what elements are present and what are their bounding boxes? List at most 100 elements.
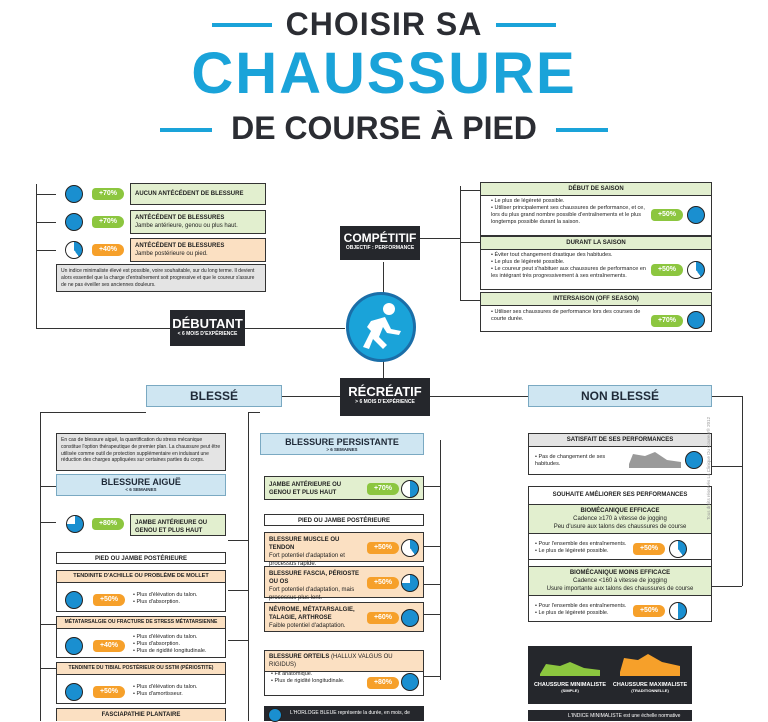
credit-text: Tous droits réservés La Clinique Du Cour…: [706, 416, 711, 520]
item-title: NÉVROME, MÉTATARSALGIE, TALAGIE, ARTHROS…: [269, 607, 355, 622]
item-detail: Fort potentiel d'adaptation, mais proces…: [269, 587, 355, 602]
row-detail: Jambe postérieure ou pied.: [135, 251, 208, 258]
item-detail: Faible potentiel d'adaptation.: [269, 623, 346, 630]
row-title: ANTÉCÉDENT DE BLESSURES: [135, 215, 225, 221]
title-rule: [556, 128, 608, 132]
title-line2: CHAUSSURE: [191, 41, 577, 106]
blesse-header: BLESSÉ: [146, 385, 282, 407]
item-bullet: Plus d'élévation du talon.: [133, 684, 223, 691]
saison-durant-card: DURANT LA SAISON Éviter tout changement …: [480, 236, 712, 290]
shoe-icon: [629, 452, 681, 468]
card-title: SATISFAIT DE SES PERFORMANCES: [529, 434, 711, 448]
legend-maxi-label: CHAUSSURE MAXIMALISTE: [612, 682, 688, 688]
blesse-intro: En cas de blessure aiguë, la quantificat…: [56, 433, 226, 471]
card-bullet: Pour l'ensemble des entraînements.: [535, 603, 631, 610]
persistante-item: NÉVROME, MÉTATARSALGIE, TALAGIE, ARTHROS…: [264, 602, 424, 632]
blue-clock-icon: [65, 185, 83, 203]
aigue-item: TENDINITE DU TIBIAL POSTÉRIEUR OU SSTM (…: [56, 662, 226, 704]
item-title: BLESSURE MUSCLE OU TENDON: [269, 537, 340, 552]
maximalist-shoe-icon: [620, 654, 680, 676]
blue-clock-icon: [401, 609, 419, 627]
minimalist-index-badge: +50%: [651, 264, 683, 276]
recreatif-node: RÉCRÉATIF > 6 MOIS D'EXPÉRIENCE: [340, 378, 430, 416]
title-rule: [160, 128, 212, 132]
blue-clock-icon: [65, 213, 83, 231]
persistante-item: BLESSURE MUSCLE OU TENDON Fort potentiel…: [264, 532, 424, 567]
aigue-header: BLESSURE AIGUË < 6 SEMAINES: [56, 474, 226, 496]
orteils-title: BLESSURE ORTEILS: [269, 654, 330, 660]
item-bullet: Plus d'absorption.: [133, 641, 223, 648]
minimalist-index-badge: +50%: [367, 577, 399, 589]
card-title: INTERSAISON (OFF SEASON): [481, 293, 711, 307]
saison-debut-card: DÉBUT DE SAISON Le plus de légèreté poss…: [480, 182, 712, 236]
card-bullet: Le plus de légèreté possible.: [491, 259, 651, 266]
row-title: JAMBE ANTÉRIEURE OU GENOU ET PLUS HAUT: [269, 482, 342, 497]
row-title: ANTÉCÉDENT DE BLESSURES: [135, 243, 225, 249]
title-line1: CHOISIR SA: [285, 6, 483, 42]
blue-clock-icon: [685, 451, 703, 469]
legend-maxi-sub: (TRADITIONNELLE): [631, 688, 669, 693]
blue-clock-icon: [687, 311, 705, 329]
competitif-sub: OBJECTIF : PERFORMANCE: [345, 245, 415, 251]
aigue-sub: < 6 SEMAINES: [125, 487, 157, 492]
item-title: FASCIAPATHIE PLANTAIRE: [57, 709, 225, 722]
card-title: DÉBUT DE SAISON: [481, 183, 711, 197]
orteils-subtitle: (HALLUX VALGUS OU RIGIDUS): [269, 654, 393, 669]
card-bullet: Pas de changement de ses habitudes.: [535, 454, 625, 468]
debutant-node: DÉBUTANT < 6 MOIS D'EXPÉRIENCE: [170, 310, 245, 346]
item-title: BLESSURE FASCIA, PÉRIOSTE OU OS: [269, 571, 360, 586]
blue-clock-icon: [401, 673, 419, 691]
minimalist-index-badge: +70%: [651, 315, 683, 327]
item-bullet: Plus d'absorption.: [133, 599, 223, 606]
persistante-sub: > 6 SEMAINES: [326, 447, 358, 452]
minimalist-index-badge: +70%: [367, 483, 399, 495]
row-title: JAMBE ANTÉRIEURE OU GENOU ET PLUS HAUT: [130, 514, 226, 536]
blue-clock-icon: [65, 241, 83, 259]
card-bullet: Le plus de légèreté possible.: [535, 548, 631, 555]
recreatif-sub: > 6 MOIS D'EXPÉRIENCE: [355, 399, 415, 405]
moins-efficace-card: BIOMÉCANIQUE MOINS EFFICACE Cadence <160…: [528, 566, 712, 622]
item-bullet: Plus de rigidité longitudinale.: [271, 678, 361, 685]
recreatif-label: RÉCRÉATIF: [348, 384, 422, 399]
item-bullet: Plus d'amortisseur.: [133, 691, 223, 698]
title-line3: DE COURSE À PIED: [231, 110, 537, 146]
title-rule: [496, 23, 556, 27]
minimalist-index-badge: +40%: [92, 244, 124, 256]
blue-clock-icon: [65, 637, 83, 655]
pied-header: PIED OU JAMBE POSTÉRIEURE: [264, 514, 424, 526]
legend-mini-label: CHAUSSURE MINIMALISTE: [533, 682, 607, 688]
persistante-item: BLESSURE FASCIA, PÉRIOSTE OU OS Fort pot…: [264, 566, 424, 601]
title-rule: [212, 23, 272, 27]
card-bullet: Le plus de légèreté possible.: [535, 610, 631, 617]
minimalist-index-badge: +50%: [633, 605, 665, 617]
persistante-header: BLESSURE PERSISTANTE > 6 SEMAINES: [260, 433, 424, 455]
competitif-node: COMPÉTITIF OBJECTIF : PERFORMANCE: [340, 226, 420, 260]
card-bullet: Le plus de légèreté possible.: [491, 198, 651, 205]
card-bullet: Utiliser principalement ses chaussures d…: [491, 205, 651, 226]
blue-clock-icon: [401, 539, 419, 557]
item-title: MÉTATARSALGIE OU FRACTURE DE STRESS MÉTA…: [57, 617, 225, 629]
row-title: AUCUN ANTÉCÉDENT DE BLESSURE: [135, 191, 244, 197]
card-bullet: Pour l'ensemble des entraînements.: [535, 541, 631, 548]
item-title: TENDINITE D'ACHILLE OU PROBLÈME DE MOLLE…: [57, 571, 225, 584]
item-bullet: Plus d'élévation du talon.: [133, 592, 223, 599]
card-title: BIOMÉCANIQUE MOINS EFFICACE: [569, 570, 671, 576]
blue-clock-icon: [687, 206, 705, 224]
blue-clock-icon: [65, 591, 83, 609]
legend-indice: L'INDICE MINIMALISTE est une échelle nor…: [528, 710, 692, 721]
minimalist-shoe-icon: [540, 662, 600, 676]
card-bullet: Le coureur peut s'habituer aux chaussure…: [491, 266, 651, 280]
blue-clock-icon: [66, 515, 84, 533]
orteils-card: BLESSURE ORTEILS (HALLUX VALGUS OU RIGID…: [264, 650, 424, 696]
satisfait-card: SATISFAIT DE SES PERFORMANCES Pas de cha…: [528, 433, 712, 475]
minimalist-index-badge: +70%: [92, 188, 124, 200]
card-bullet: Utiliser ses chaussures de performance l…: [491, 309, 651, 323]
card-title: SOUHAITE AMÉLIORER SES PERFORMANCES: [552, 492, 688, 498]
persistante-title: BLESSURE PERSISTANTE: [285, 437, 399, 447]
legend-panel: CHAUSSURE MINIMALISTE (SIMPLE) CHAUSSURE…: [528, 646, 692, 704]
item-title: TENDINITE DU TIBIAL POSTÉRIEUR OU SSTM (…: [57, 663, 225, 675]
legend-horloge-text: L'HORLOGE BLEUE représente la durée, en …: [290, 710, 410, 716]
runner-icon: [346, 292, 416, 362]
minimalist-index-badge: +50%: [651, 209, 683, 221]
minimalist-index-badge: +50%: [633, 543, 665, 555]
